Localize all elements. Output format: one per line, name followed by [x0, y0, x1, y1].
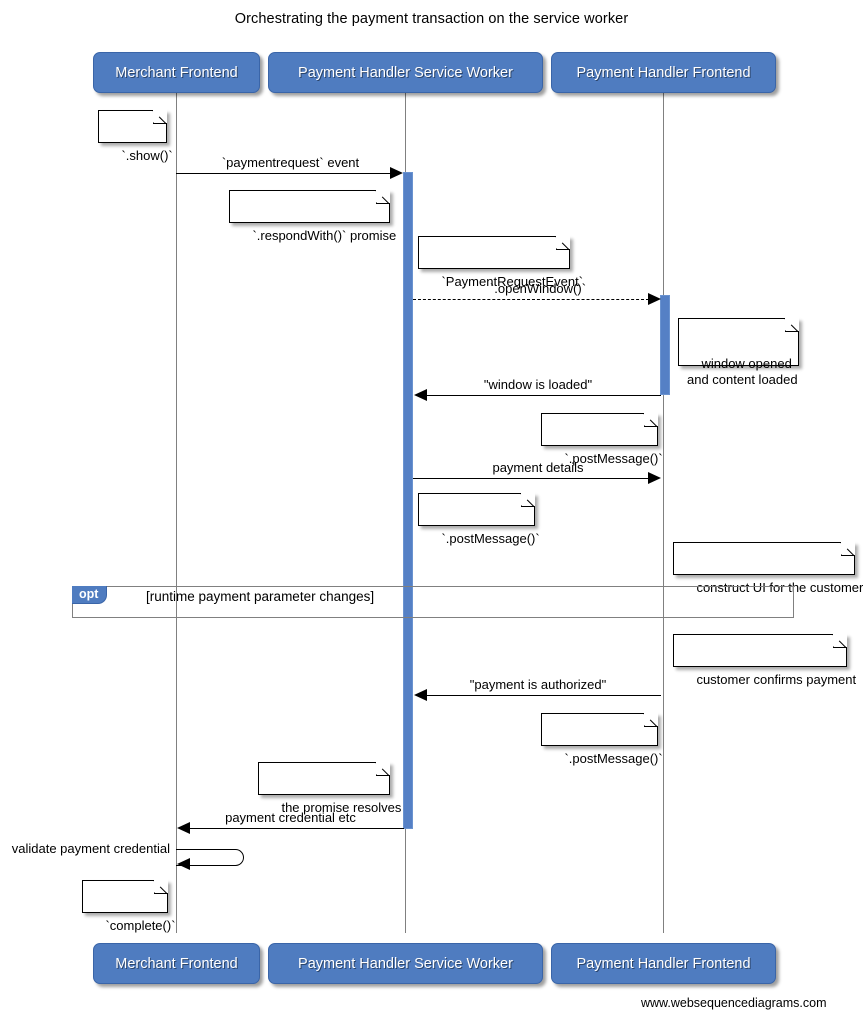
message-label-validate-payment-credential: validate payment credential — [11, 841, 170, 856]
note-fold-icon — [521, 492, 535, 507]
message-line-payment-is-authorized — [427, 695, 661, 696]
actor-label: Payment Handler Frontend — [576, 64, 751, 81]
note-fold-icon — [153, 109, 167, 124]
note-construct-ui: construct UI for the customer — [673, 541, 863, 595]
note-text: `.postMessage()` — [441, 531, 540, 546]
note-fold-icon — [833, 633, 847, 648]
note-text: `.respondWith()` promise — [252, 228, 397, 243]
note-postmessage-payment-details: `.postMessage()` — [418, 492, 540, 546]
note-text: `complete()` — [105, 918, 176, 933]
note-text: `.show()` — [121, 148, 173, 163]
arrow-head-payment-details — [648, 472, 661, 484]
note-window-opened: window opened and content loaded — [678, 317, 799, 387]
note-customer-confirms-payment: customer confirms payment — [673, 633, 856, 687]
message-label-window-is-loaded: "window is loaded" — [483, 377, 593, 392]
note-text: `.postMessage()` — [564, 751, 663, 766]
message-label-payment-credential-etc: payment credential etc — [225, 810, 356, 825]
arrow-head-payment-credential-etc — [177, 822, 190, 834]
note-complete: `complete()` — [82, 879, 176, 933]
fragment-opt-condition: [runtime payment parameter changes] — [146, 589, 375, 604]
lifeline-payment-handler-frontend — [663, 92, 664, 933]
message-line-window-is-loaded — [427, 395, 661, 396]
arrow-head-window-is-loaded — [414, 389, 427, 401]
note-respondwith-promise: `.respondWith()` promise — [229, 189, 396, 243]
actor-box-merchant-frontend-top[interactable]: Merchant Frontend — [93, 52, 260, 93]
message-line-paymentrequest-event — [176, 173, 391, 174]
note-fold-icon — [841, 541, 855, 556]
note-fold-icon — [376, 189, 390, 204]
arrow-head-openwindow — [648, 293, 661, 305]
message-line-payment-credential-etc — [190, 828, 404, 829]
note-fold-icon — [644, 712, 658, 727]
note-fold-icon — [785, 317, 799, 332]
note-text: the promise resolves — [281, 800, 402, 815]
note-text: construct UI for the customer — [696, 580, 863, 595]
arrow-head-validate-payment-credential — [177, 858, 190, 870]
note-fold-icon — [556, 235, 570, 250]
note-promise-resolves: the promise resolves — [258, 761, 401, 815]
note-text: `.postMessage()` — [564, 451, 663, 466]
actor-label: Merchant Frontend — [115, 955, 238, 972]
actor-box-payment-handler-frontend-top[interactable]: Payment Handler Frontend — [551, 52, 776, 93]
actor-label: Payment Handler Service Worker — [298, 64, 513, 81]
message-line-openwindow — [413, 299, 649, 300]
actor-label: Payment Handler Frontend — [576, 955, 751, 972]
lifeline-merchant — [176, 92, 177, 933]
message-line-payment-details — [413, 478, 649, 479]
message-self-loop-validate-payment-credential — [176, 849, 244, 866]
note-paymentrequestevent: `PaymentRequestEvent` — [418, 235, 583, 289]
footer-watermark: www.websequencediagrams.com — [641, 996, 827, 1010]
note-fold-icon — [376, 761, 390, 776]
note-show: `.show()` — [98, 109, 173, 163]
note-fold-icon — [644, 412, 658, 427]
arrow-head-payment-is-authorized — [414, 689, 427, 701]
arrow-head-paymentrequest-event — [390, 167, 403, 179]
message-label-openwindow: `.openWindow()` — [489, 281, 587, 296]
activation-service-worker — [403, 172, 413, 829]
actor-box-service-worker-bottom[interactable]: Payment Handler Service Worker — [268, 943, 543, 984]
message-label-payment-details: payment details — [492, 460, 584, 475]
message-label-payment-is-authorized: "payment is authorized" — [469, 677, 607, 692]
note-text: window opened and content loaded — [687, 356, 798, 387]
note-fold-icon — [154, 879, 168, 894]
activation-payment-handler-frontend — [660, 295, 670, 395]
fragment-opt-tab: opt — [72, 586, 108, 604]
note-text: customer confirms payment — [696, 672, 857, 687]
message-label-paymentrequest-event: `paymentrequest` event — [221, 155, 360, 170]
actor-box-merchant-frontend-bottom[interactable]: Merchant Frontend — [93, 943, 260, 984]
actor-label: Merchant Frontend — [115, 64, 238, 81]
note-postmessage-window-loaded: `.postMessage()` — [541, 412, 663, 466]
page-title: Orchestrating the payment transaction on… — [234, 11, 629, 27]
actor-box-payment-handler-frontend-bottom[interactable]: Payment Handler Frontend — [551, 943, 776, 984]
note-postmessage-authorized: `.postMessage()` — [541, 712, 663, 766]
note-text: `PaymentRequestEvent` — [441, 274, 584, 289]
actor-box-service-worker-top[interactable]: Payment Handler Service Worker — [268, 52, 543, 93]
actor-label: Payment Handler Service Worker — [298, 955, 513, 972]
